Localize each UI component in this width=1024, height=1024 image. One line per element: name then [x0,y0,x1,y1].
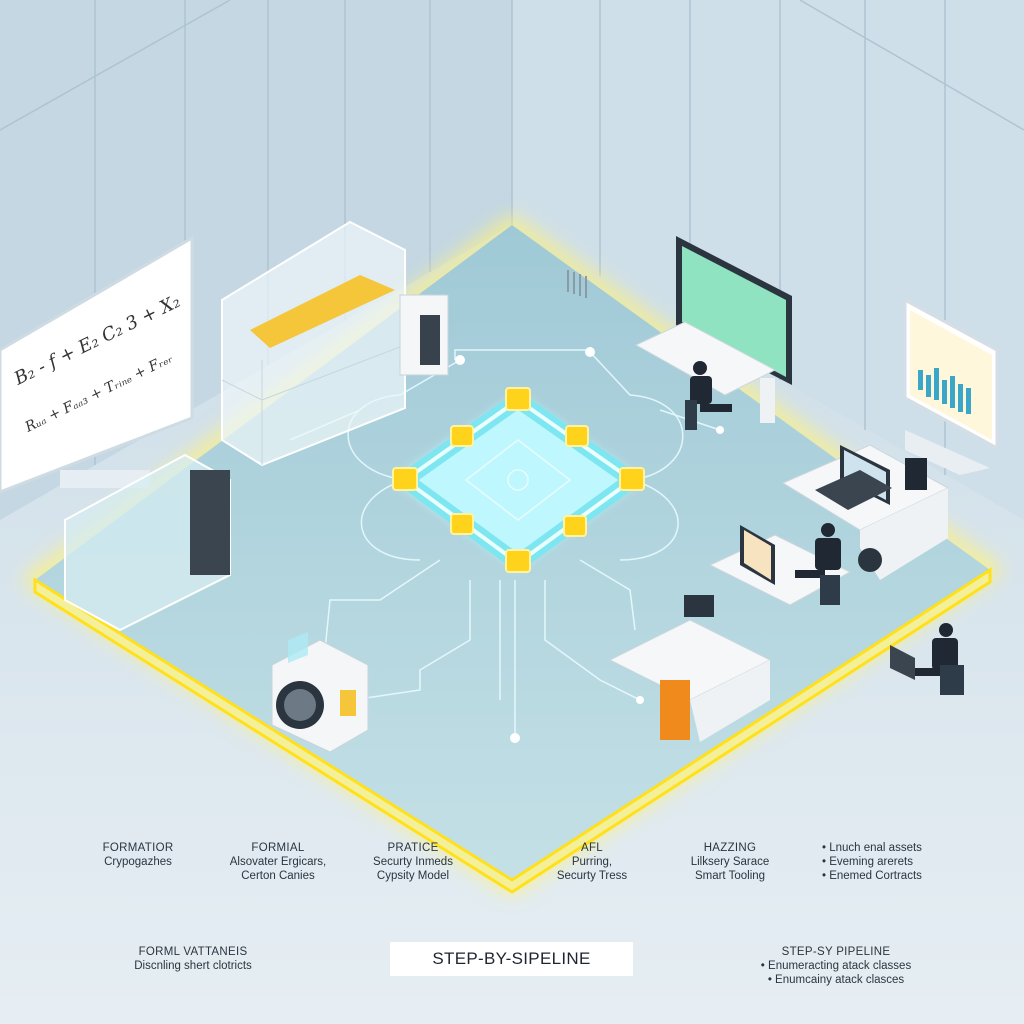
wall-monitor-chart [903,297,999,475]
label-line: Purring, [571,856,613,868]
label-line: Alsovater Ergicars, [229,856,327,868]
label-step-pipeline: STEP-SY PIPELINE • Enumeracting atack cl… [761,945,911,987]
label-line: • Enemed Cortracts [822,870,922,882]
chip-node [450,425,474,447]
label-line: Securty Inmeds [373,856,453,868]
orange-cabinet [660,680,690,740]
label-formial: FORMIAL Alsovater Ergicars, Certon Canie… [230,841,327,883]
label-afl: AFL Purring, Securty Tress [557,841,627,883]
circuit-traces [289,349,721,738]
label-title: FORML VATTANEIS [138,946,248,958]
label-line: Lilksery Sarace [690,856,770,868]
label-line: • Enumcainy atack clasces [767,974,905,986]
person-seated-laptop [890,623,964,695]
label-title: HAZZING [703,842,757,854]
chip-node [392,467,418,491]
label-line: • Lnuch enal assets [822,842,922,854]
desk-back [634,321,777,423]
label-forml-vattaneis: FORML VATTANEIS Discnling shert clotrict… [134,945,252,973]
front-server-unit [271,632,369,753]
label-line: • Eveming arerets [822,856,913,868]
label-title: FORMATIOR [102,842,174,854]
label-line: Crypogazhes [104,856,172,868]
label-line: Discnling shert clotricts [134,960,252,972]
chip-node [450,513,474,535]
label-title: STEP-SY PIPELINE [781,946,891,958]
chip-node [565,425,589,447]
label-line: Securty Tress [556,870,628,882]
chip-node [505,549,531,573]
label-title: FORMIAL [251,842,305,854]
desk-front [608,595,772,742]
chip-node [619,467,645,491]
desk-middle [708,525,852,606]
desk-right-laptop [781,444,950,580]
person-seated-back [685,361,732,430]
chip-node [563,515,587,537]
floor-edge [33,567,992,894]
label-pratice: PRATICE Securty Inmeds Cypsity Model [373,841,453,883]
central-chip [391,387,646,573]
label-title: AFL [581,842,603,854]
pipeline-title-box: STEP-BY-SIPELINE [390,942,633,976]
right-wall [512,0,1024,520]
wall-vent [567,270,587,298]
glass-storage-cabinet [64,453,231,632]
wall-monitor-green [676,236,792,385]
glass-server-cabinet [221,220,449,467]
label-hazzing: HAZZING Lilksery Sarace Smart Tooling [691,841,770,883]
label-line: Cypsity Model [376,870,450,882]
label-formatior: FORMATIOR Crypogazhes [103,841,174,869]
label-title: PRATICE [387,842,439,854]
label-line: • Enumeracting atack classes [760,960,912,972]
person-seated-middle [795,523,841,605]
label-line: Smart Tooling [694,870,766,882]
label-line: Certon Canies [241,870,315,882]
label-bullets: • Lnuch enal assets • Eveming arerets • … [822,841,922,883]
chip-node [505,387,531,411]
